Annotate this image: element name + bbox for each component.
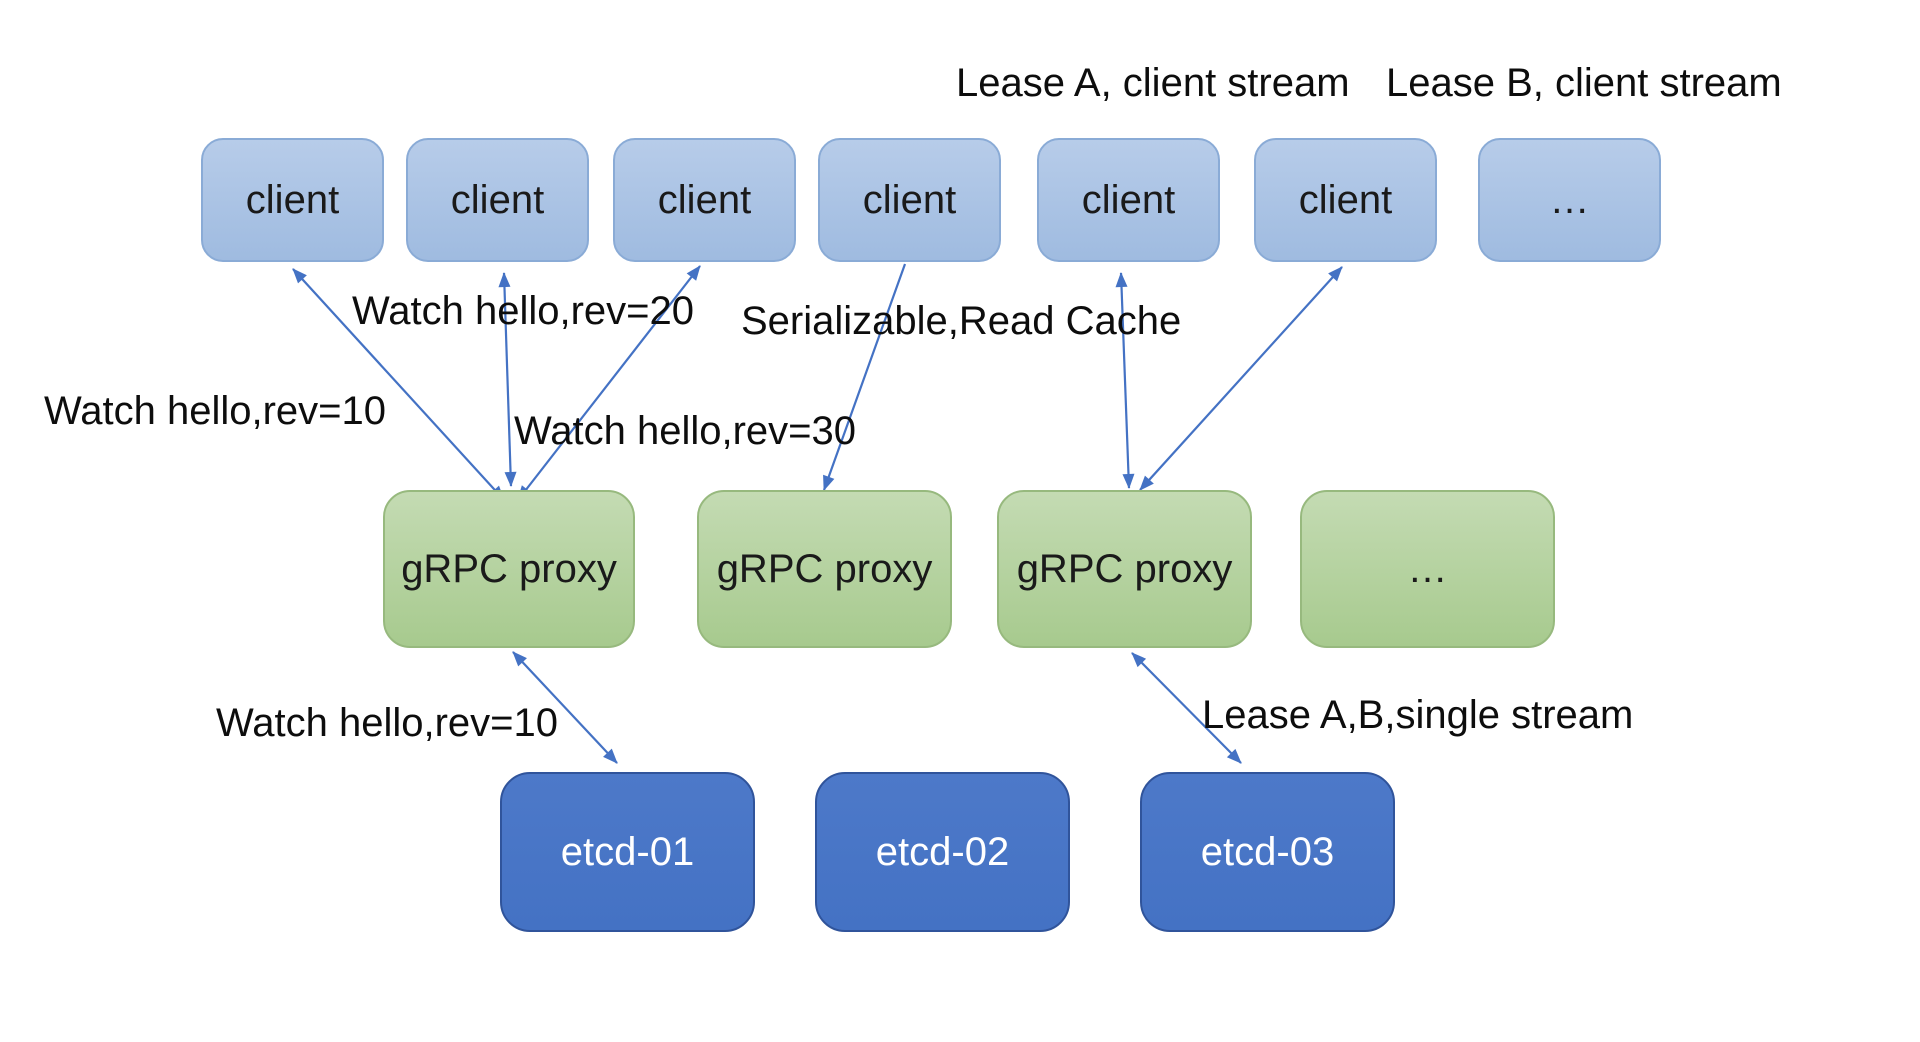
client-node-1-label: client (245, 177, 340, 222)
grpc-proxy-node-2-label: gRPC proxy (716, 546, 933, 591)
label-lease-a-client-stream: Lease A, client stream (956, 61, 1350, 105)
grpc-proxy-node-ellipsis: … (1300, 490, 1555, 648)
label-watch-rev10-upper: Watch hello,rev=10 (44, 389, 387, 433)
grpc-proxy-node-2: gRPC proxy (697, 490, 952, 648)
client-node-5-label: client (1081, 177, 1176, 222)
etcd-node-02-label: etcd-02 (875, 829, 1010, 874)
label-watch-rev10-lower: Watch hello,rev=10 (216, 701, 559, 745)
etcd-node-03: etcd-03 (1140, 772, 1395, 932)
grpc-proxy-node-3-label: gRPC proxy (1016, 546, 1233, 591)
etcd-node-02: etcd-02 (815, 772, 1070, 932)
client-node-2: client (406, 138, 589, 262)
label-lease-b-client-stream: Lease B, client stream (1386, 61, 1782, 105)
client-node-5: client (1037, 138, 1220, 262)
etcd-node-01: etcd-01 (500, 772, 755, 932)
grpc-proxy-node-1: gRPC proxy (383, 490, 635, 648)
client-node-6-label: client (1298, 177, 1393, 222)
label-watch-rev30: Watch hello,rev=30 (514, 409, 857, 453)
client-node-4: client (818, 138, 1001, 262)
client-node-3: client (613, 138, 796, 262)
etcd-node-03-label: etcd-03 (1200, 829, 1335, 874)
grpc-proxy-node-3: gRPC proxy (997, 490, 1252, 648)
label-lease-ab-single-stream: Lease A,B,single stream (1202, 693, 1634, 737)
client-node-ellipsis: … (1478, 138, 1661, 262)
client-node-3-label: client (657, 177, 752, 222)
client-node-1: client (201, 138, 384, 262)
client-node-4-label: client (862, 177, 957, 222)
label-serializable-read-cache: Serializable,Read Cache (741, 299, 1182, 343)
grpc-proxy-node-1-label: gRPC proxy (401, 546, 617, 591)
client-node-ellipsis-label: … (1549, 177, 1590, 222)
label-watch-rev20: Watch hello,rev=20 (352, 289, 695, 333)
client-node-2-label: client (450, 177, 545, 222)
grpc-proxy-node-ellipsis-label: … (1407, 546, 1448, 591)
client-node-6: client (1254, 138, 1437, 262)
etcd-node-01-label: etcd-01 (560, 829, 695, 874)
